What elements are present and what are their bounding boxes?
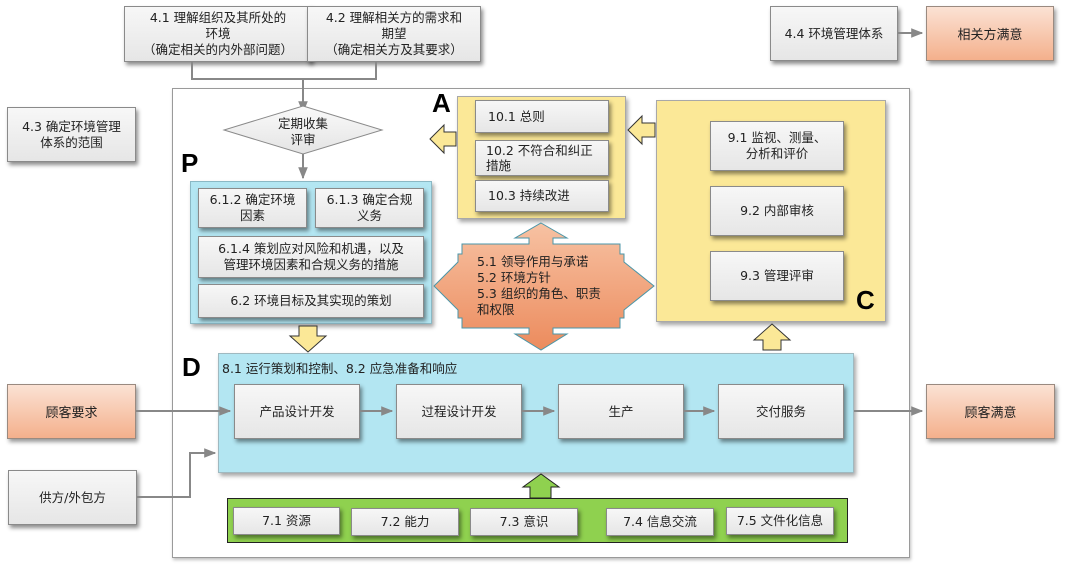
customer-satisfaction-box[interactable]: 顾客满意 [926,384,1055,439]
support-item-documented-info[interactable]: 7.5 文件化信息 [726,507,834,535]
box-6-1-3-label: 6.1.3 确定合规 义务 [326,192,413,223]
box-4-4-label: 4.4 环境管理体系 [784,25,884,41]
box-9-3-label: 9.3 管理评审 [740,268,814,283]
box-6-1-4-label: 6.1.4 策划应对风险和机遇，以及 管理环境因素和合规义务的措施 [218,241,404,272]
box-9-2-label: 9.2 内部审核 [740,203,814,218]
box-4-2-label: 4.2 理解相关方的需求和 期望 （确定相关方及其要求） [325,10,463,57]
box-10-2-label: 10.2 不符合和纠正 措施 [486,143,593,173]
box-4-1-context[interactable]: 4.1 理解组织及其所处的 环境 （确定相关的内外部问题） [124,6,312,62]
do-letter: D [182,352,201,382]
customer-requirements-box[interactable]: 顾客要求 [7,384,136,439]
box-10-1-general[interactable]: 10.1 总则 [475,100,609,133]
box-10-3-label: 10.3 持续改进 [488,188,570,203]
support-item-label: 7.5 文件化信息 [736,513,824,528]
customer-requirements-label: 顾客要求 [45,406,98,421]
step-process-design-label: 过程设计开发 [421,403,497,419]
step-product-design[interactable]: 产品设计开发 [234,384,360,439]
support-item-competence[interactable]: 7.2 能力 [351,508,459,536]
act-letter: A [432,88,451,118]
plan-letter: P [181,148,199,178]
step-delivery[interactable]: 交付服务 [718,384,844,439]
box-4-2-interested-parties[interactable]: 4.2 理解相关方的需求和 期望 （确定相关方及其要求） [307,6,481,62]
box-6-2-objectives[interactable]: 6.2 环境目标及其实现的策划 [198,284,424,318]
step-production-label: 生产 [608,403,634,419]
support-item-awareness[interactable]: 7.3 意识 [470,508,578,536]
box-4-4-ems[interactable]: 4.4 环境管理体系 [770,6,898,61]
support-item-label: 7.1 资源 [262,513,311,528]
box-10-2-nonconformity[interactable]: 10.2 不符合和纠正 措施 [475,140,609,176]
box-10-1-label: 10.1 总则 [488,108,545,124]
box-4-1-label: 4.1 理解组织及其所处的 环境 （确定相关的内外部问题） [142,10,293,57]
check-letter: C [856,285,875,315]
support-item-label: 7.4 信息交流 [623,514,697,529]
stakeholder-satisfaction-label: 相关方满意 [957,28,1023,43]
box-9-2-internal-audit[interactable]: 9.2 内部审核 [710,186,844,236]
box-10-3-improvement[interactable]: 10.3 持续改进 [475,180,609,212]
support-item-label: 7.2 能力 [380,514,430,529]
support-item-resources[interactable]: 7.1 资源 [233,507,340,535]
step-production[interactable]: 生产 [558,384,684,439]
customer-satisfaction-label: 顾客满意 [964,406,1017,421]
box-9-1-label: 9.1 监视、测量、 分析和评价 [727,130,827,161]
do-title: 8.1 运行策划和控制、8.2 应急准备和响应 [222,361,458,376]
review-diamond-label: 定期收集 评审 [277,116,328,147]
box-6-1-2-env-aspects[interactable]: 6.1.2 确定环境 因素 [198,188,307,228]
box-6-1-2-label: 6.1.2 确定环境 因素 [209,192,296,223]
step-product-design-label: 产品设计开发 [259,403,335,419]
stakeholder-satisfaction-box[interactable]: 相关方满意 [926,6,1054,61]
box-4-3-scope[interactable]: 4.3 确定环境管理 体系的范围 [7,107,136,162]
step-process-design[interactable]: 过程设计开发 [396,384,522,439]
box-9-3-management-review[interactable]: 9.3 管理评审 [710,251,844,301]
suppliers-box[interactable]: 供方/外包方 [8,470,137,525]
box-6-2-label: 6.2 环境目标及其实现的策划 [230,293,392,308]
leadership-label: 5.1 领导作用与承诺 5.2 环境方针 5.3 组织的角色、职责 和权限 [477,254,601,317]
box-6-1-3-compliance[interactable]: 6.1.3 确定合规 义务 [315,188,424,228]
support-item-communication[interactable]: 7.4 信息交流 [606,508,714,536]
box-6-1-4-risks-actions[interactable]: 6.1.4 策划应对风险和机遇，以及 管理环境因素和合规义务的措施 [198,236,424,278]
suppliers-label: 供方/外包方 [39,489,106,505]
step-delivery-label: 交付服务 [755,403,806,419]
support-item-label: 7.3 意识 [499,514,549,529]
box-4-3-label: 4.3 确定环境管理 体系的范围 [22,118,121,150]
box-9-1-monitoring[interactable]: 9.1 监视、测量、 分析和评价 [710,121,844,171]
